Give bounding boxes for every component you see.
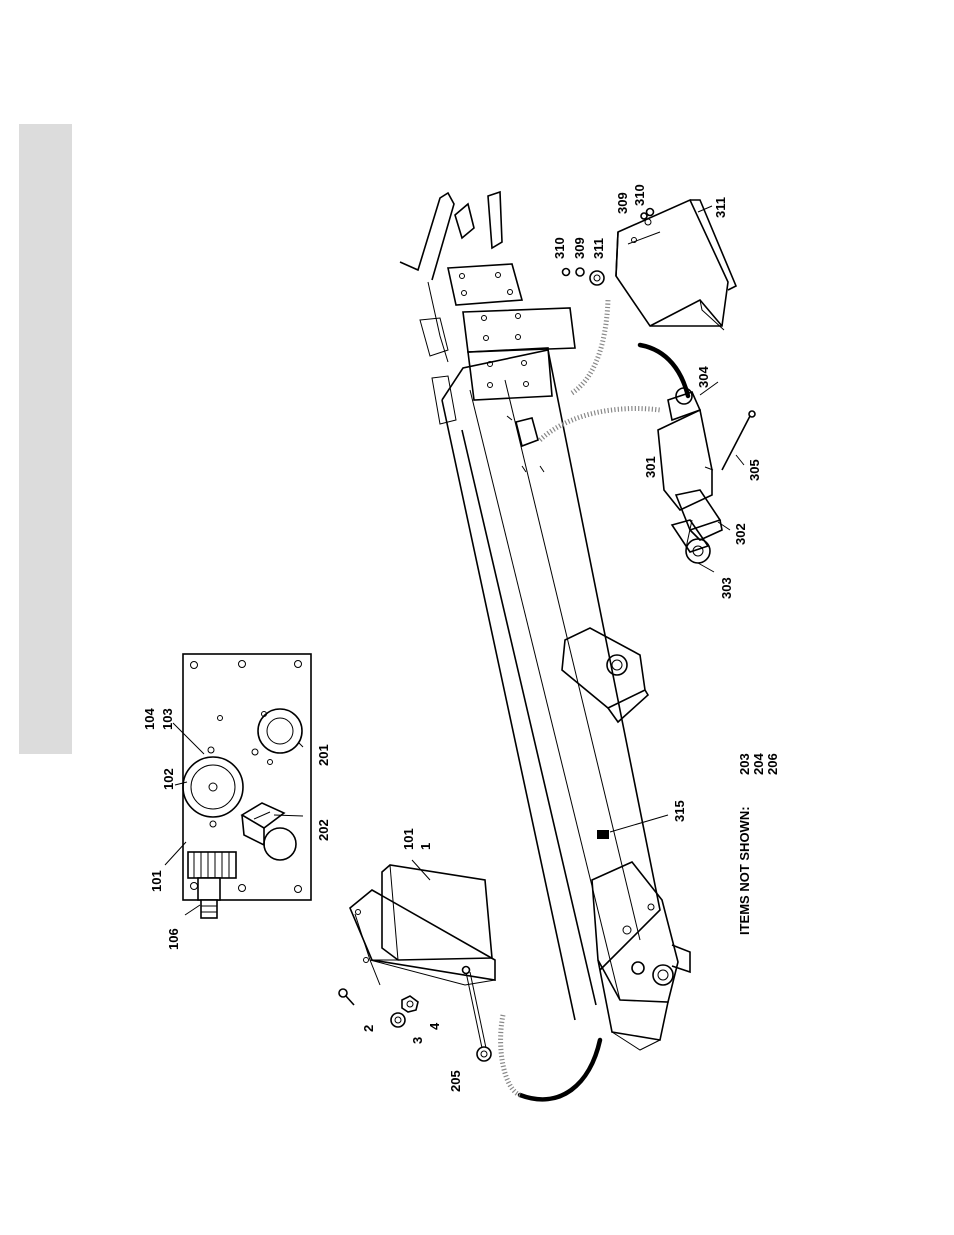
part-205-lug [463,967,492,1062]
beam-head [400,192,575,472]
label-311-left: 311 [591,238,606,259]
label-4: 4 [427,1022,442,1030]
label-310-right: 310 [632,184,647,206]
label-309-right: 309 [615,192,630,214]
label-102: 102 [161,768,176,790]
label-101-cover: 101 [401,828,416,850]
part-202-bracket [242,803,296,860]
part-102-disc [183,747,243,827]
hardware-2-3-4 [339,989,418,1027]
label-310-left: 310 [552,237,567,259]
items-not-shown: ITEMS NOT SHOWN: 203 204 206 [737,753,780,935]
guard-cover [616,200,736,330]
label-101-panel: 101 [149,870,164,892]
label-315: 315 [672,800,687,822]
main-beam [442,350,690,1050]
cover-box [350,860,495,985]
label-305: 305 [747,459,762,481]
label-106: 106 [166,928,181,950]
part-106-connector [198,878,220,918]
label-201: 201 [316,744,331,766]
label-302: 302 [733,523,748,545]
hardware-309-310-311 [563,268,605,285]
control-panel [183,654,311,918]
label-104: 104 [142,708,157,730]
label-103: 103 [160,708,175,730]
item-not-shown-206: 206 [765,753,780,775]
label-202: 202 [316,819,331,841]
item-not-shown-204: 204 [751,753,766,775]
label-304: 304 [696,366,711,388]
label-301: 301 [643,456,658,478]
label-311-right: 311 [713,197,728,218]
terminal-strip [188,852,236,878]
label-309-left: 309 [572,237,587,259]
label-303: 303 [719,577,734,599]
part-315-plate [597,830,609,839]
label-1: 1 [418,843,433,850]
label-2: 2 [361,1025,376,1032]
callout-labels: 101 102 103 104 106 201 202 101 1 2 3 4 … [142,184,762,1092]
label-205: 205 [448,1070,463,1092]
items-not-shown-heading: ITEMS NOT SHOWN: [737,806,752,935]
item-not-shown-203: 203 [737,753,752,775]
part-201-ring [218,709,303,765]
panel-leaders [165,723,303,915]
label-3: 3 [410,1037,425,1044]
